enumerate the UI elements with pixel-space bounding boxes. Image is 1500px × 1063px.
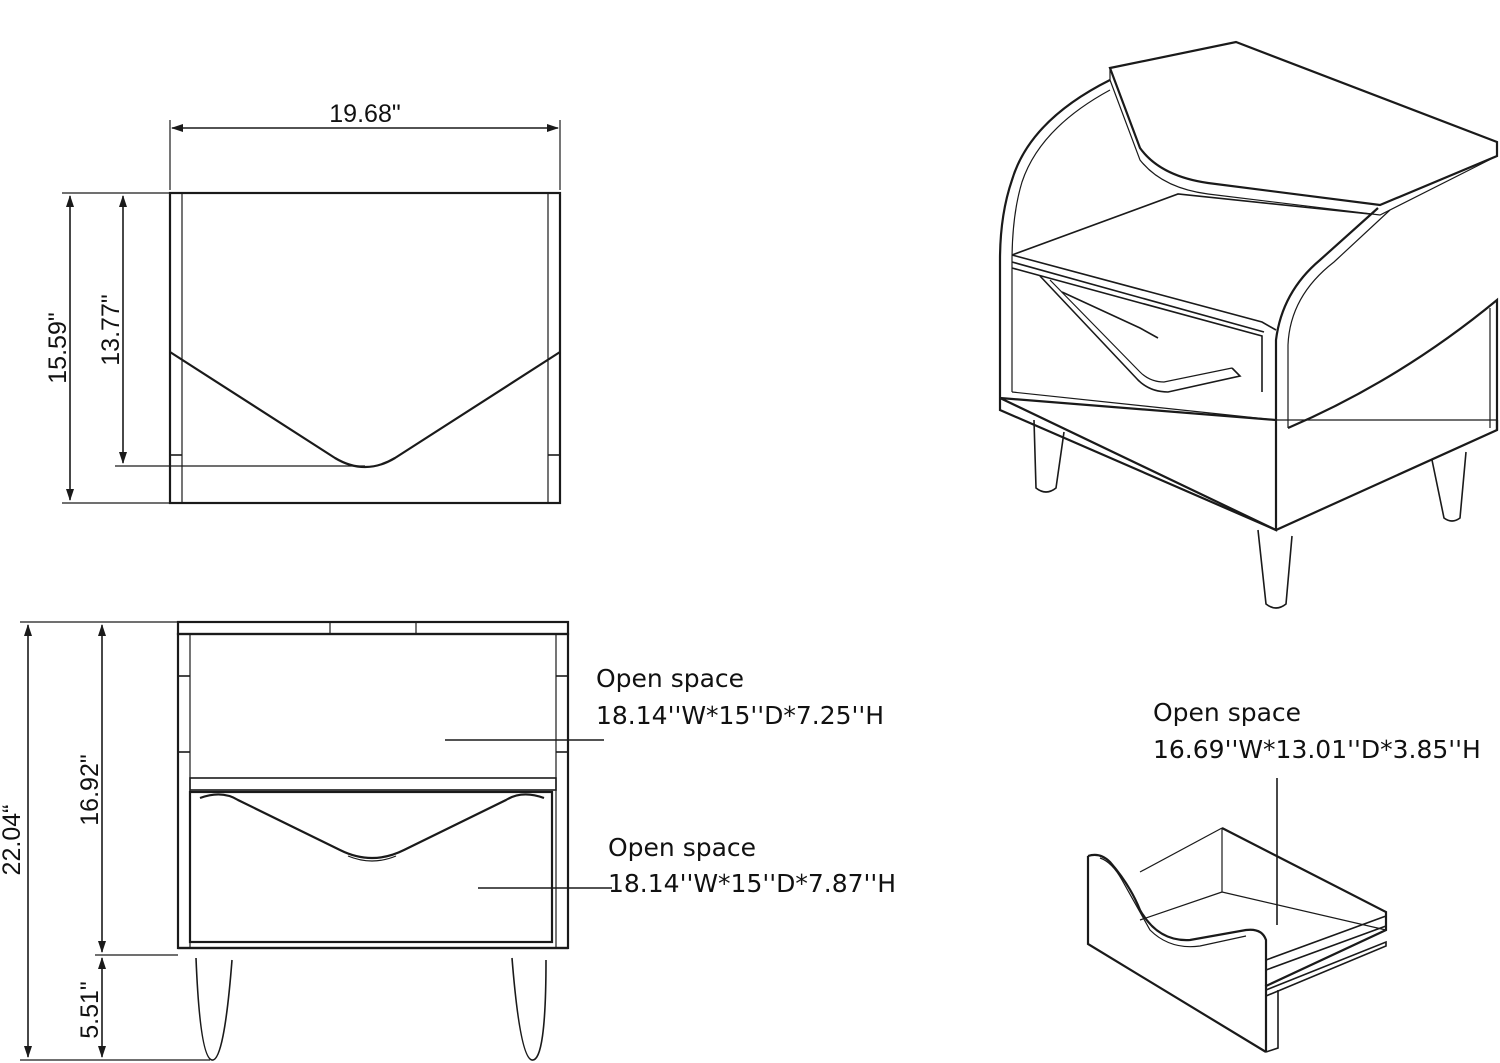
drawer-callout-size: 16.69''W*13.01''D*3.85''H [1153, 735, 1481, 764]
depth-inner-label: 13.77" [97, 294, 125, 365]
height-total-label: 22.04“ [0, 805, 26, 876]
iso-leg [1431, 451, 1467, 522]
front-shelf [189, 777, 557, 791]
drawer-callout: Open space 16.69''W*13.01''D*3.85''H [1153, 698, 1481, 764]
top-view: 19.68" 15.59" 13.77" [44, 100, 562, 505]
iso-top-board [1108, 40, 1499, 207]
shelf-callout-title: Open space [596, 664, 744, 693]
width-label: 19.68" [329, 100, 400, 128]
drawer-front-callout-title: Open space [608, 833, 756, 862]
top-view-outline [168, 191, 562, 505]
height-legs-label: 5.51" [76, 981, 104, 1039]
drawer-back [1221, 827, 1388, 1052]
iso-leg [1257, 529, 1293, 609]
drawer-v-cutout [199, 793, 545, 860]
iso-leg [1033, 419, 1065, 493]
front-top-board [176, 620, 570, 636]
top-panel-curve [169, 351, 561, 468]
drawer-front-callout: Open space 18.14''W*15''D*7.87''H [608, 833, 896, 898]
height-body-label: 16.92" [76, 754, 104, 825]
depth-total-label: 15.59" [44, 312, 72, 383]
drawer-callout-title: Open space [1153, 698, 1301, 727]
isometric-view [998, 40, 1499, 609]
front-leg-left [195, 957, 233, 1061]
front-view: 22.04“ 16.92" 5.51" [0, 620, 612, 1061]
shelf-callout: Open space 18.14''W*15''D*7.25''H [596, 664, 884, 730]
front-drawer [188, 790, 554, 944]
drawer-front-callout-size: 18.14''W*15''D*7.87''H [608, 869, 896, 898]
drawer-isometric [1086, 778, 1388, 1053]
front-leg-right [511, 957, 547, 1061]
drawer-left-side [1086, 856, 1267, 1053]
shelf-callout-size: 18.14''W*15''D*7.25''H [596, 701, 884, 730]
iso-left-side [998, 79, 1111, 398]
